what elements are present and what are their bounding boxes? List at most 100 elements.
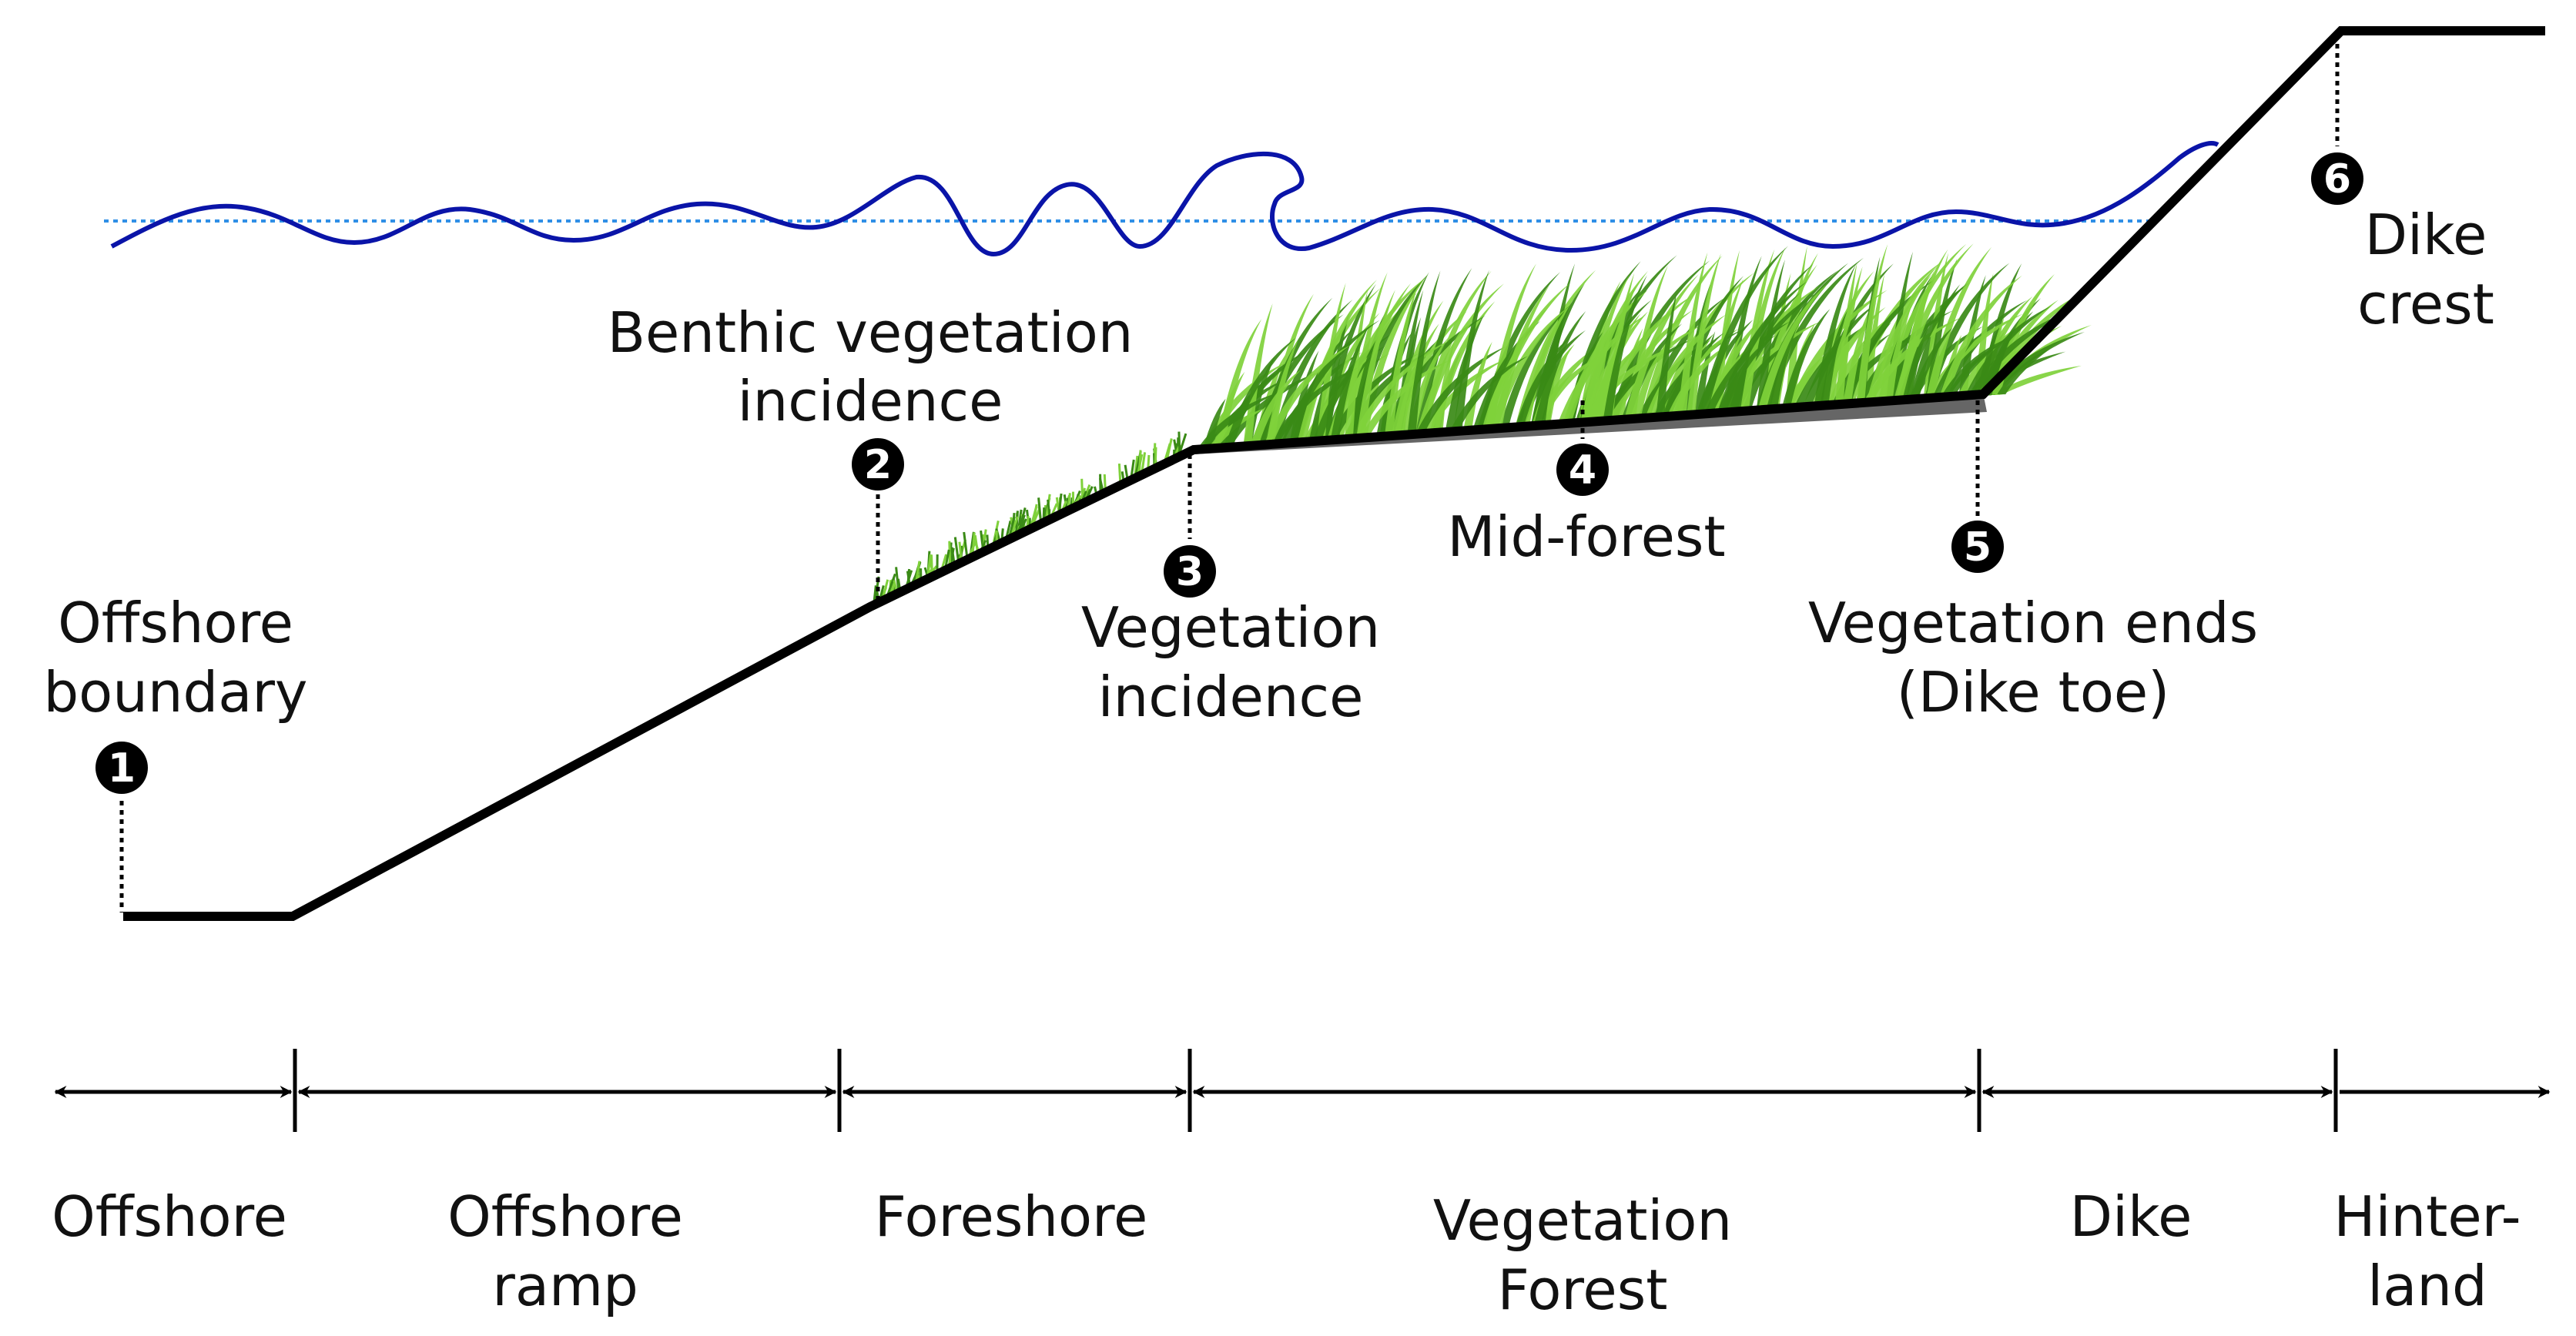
point-vegetation-incidence: 3 Vegetation incidence (1081, 454, 1380, 729)
label-benthic-vegetation-line-1: Benthic vegetation (608, 300, 1134, 365)
grass-blade (1884, 303, 1913, 402)
grass-blade (1624, 274, 1699, 420)
marker-circle-6 (2311, 152, 2363, 205)
grass-blade (1898, 283, 1968, 401)
wave-line (110, 141, 2219, 257)
grass-blade (1893, 243, 1974, 402)
zone-label-hinterland-line-2: land (2367, 1254, 2487, 1318)
grass-blade (1445, 315, 1484, 432)
point-offshore-boundary: 1 Offshore boundary (43, 591, 308, 912)
grass-blade (1472, 320, 1540, 430)
grass-blade (1662, 334, 1713, 417)
grass-blade (1330, 326, 1369, 440)
zones-dimension-axis (54, 1049, 2551, 1132)
grass-blade (1856, 244, 1888, 404)
label-offshore-boundary-line-1: Offshore (58, 591, 293, 655)
grass-blade (1781, 309, 1831, 409)
seagrass-blade (973, 534, 979, 552)
grass-blade (1698, 246, 1789, 415)
grass-blade (1703, 321, 1790, 414)
grass-blade (1557, 314, 1646, 424)
grass-blade (1842, 299, 1876, 405)
seagrass-blade (1117, 464, 1122, 484)
zone-label-offshore: Offshore (52, 1184, 287, 1249)
marker-circle-5 (1951, 521, 2004, 573)
grass-blade (1757, 283, 1828, 411)
zone-label-vegetation-forest-line-2: Forest (1498, 1257, 1668, 1322)
grass-blade (1281, 320, 1380, 443)
grass-blade (1742, 270, 1839, 412)
grass-blade (1713, 249, 1740, 414)
ground-profile-line (123, 26, 2545, 921)
grass-blade (1449, 356, 1528, 431)
marker-circle-2 (852, 438, 904, 491)
grass-blade (1250, 369, 1301, 445)
grass-blade (1740, 247, 1786, 412)
grass-blade (1607, 325, 1702, 421)
grass-blade (1533, 355, 1602, 426)
marker-number-3: 3 (1176, 549, 1204, 595)
benthic-vegetation-seagrass (873, 431, 1188, 602)
grass-blade (1313, 350, 1374, 440)
marker-circle-1 (95, 742, 148, 794)
grass-blade (1415, 268, 1472, 434)
point-mid-forest: 4 Mid-forest (1447, 400, 1726, 569)
grass-blade (1415, 346, 1507, 434)
grass-blade (1356, 290, 1395, 438)
marker-number-1: 1 (108, 745, 136, 792)
label-dike-crest-line-2: crest (2357, 272, 2494, 337)
grass-blade (1910, 327, 1952, 400)
label-vegetation-ends-line-2: (Dike toe) (1897, 660, 2170, 725)
marker-circle-4 (1556, 444, 1609, 496)
marker-number-6: 6 (2323, 156, 2351, 203)
grass-blade (1603, 275, 1647, 421)
label-vegetation-incidence-line-1: Vegetation (1081, 595, 1380, 660)
grass-blade (1824, 311, 1854, 407)
grass-blade (1957, 316, 2036, 397)
grass-blade (1266, 340, 1298, 444)
grass-blade (1940, 336, 2012, 399)
grass-blade (1974, 273, 1994, 397)
grass-blade (1728, 263, 1814, 413)
grass-blade (1981, 298, 2041, 396)
label-offshore-boundary-line-2: boundary (43, 660, 307, 725)
seagrass-blade (895, 567, 900, 590)
grass-blade (1297, 280, 1377, 442)
grass-blade (1820, 310, 1847, 407)
grass-blade (1717, 334, 1776, 414)
zone-label-foreshore: Foreshore (875, 1184, 1148, 1249)
grass-blade (1644, 314, 1727, 418)
grass-blade (1677, 252, 1708, 416)
marker-circle-3 (1164, 545, 1216, 598)
grass-blade (1407, 270, 1441, 434)
grass-blade (1392, 300, 1444, 435)
zone-label-dike: Dike (2070, 1184, 2192, 1249)
label-vegetation-ends-line-1: Vegetation ends (1808, 591, 2258, 655)
grass-blade (1596, 284, 1637, 422)
label-dike-crest-line-1: Dike (2365, 203, 2487, 267)
grass-blade (1862, 317, 1961, 403)
grass-blade (1925, 246, 1992, 400)
grass-blade (1938, 275, 2022, 399)
grass-blade (1264, 344, 1351, 444)
grass-blade (1827, 308, 1903, 406)
grass-blade (1794, 321, 1874, 408)
grass-blade (1360, 360, 1450, 437)
label-vegetation-incidence-line-2: incidence (1098, 665, 1364, 729)
grass-blade (1453, 270, 1489, 431)
zone-label-offshore-ramp-line-1: Offshore (447, 1184, 683, 1249)
point-dike-crest: 6 Dike crest (2311, 35, 2494, 337)
grass-blade (1515, 338, 1569, 427)
seagrass-blade (953, 537, 960, 561)
seagrass-blade (1177, 431, 1181, 455)
zone-label-vegetation-forest-line-1: Vegetation (1433, 1188, 1732, 1253)
marker-number-2: 2 (864, 442, 892, 488)
grass-blade (1581, 274, 1630, 423)
label-mid-forest: Mid-forest (1447, 504, 1725, 569)
zone-labels: Offshore Offshore ramp Foreshore Vegetat… (52, 1184, 2521, 1322)
grass-blade (1632, 347, 1664, 419)
grass-blade (1768, 296, 1811, 410)
grass-blade (1965, 306, 2052, 397)
seagrass-blade (1138, 450, 1142, 474)
